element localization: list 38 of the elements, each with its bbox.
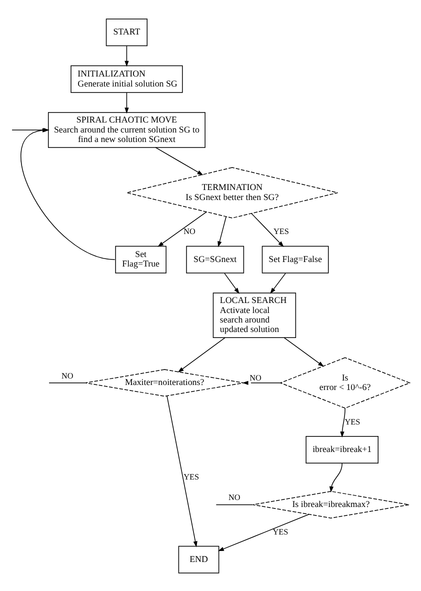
arrow: [340, 407, 346, 437]
node-box: SG=SGnext: [186, 245, 244, 273]
arrow: [242, 380, 281, 384]
arrow: [158, 211, 207, 246]
arrow: [166, 395, 198, 547]
node-box: END: [178, 545, 220, 573]
node-diamond: TERMINATION Is SGnext better then SG?: [126, 166, 338, 218]
node-box: SPIRAL CHAOTIC MOVE Search around the current solution SG to find a new solution SGnext: [48, 112, 206, 148]
arrow: [178, 336, 226, 372]
arrow: [251, 212, 284, 247]
connector: [216, 504, 254, 505]
edge-label: YES: [184, 472, 200, 481]
edge-label: NO: [250, 373, 262, 382]
node-box: LOCAL SEARCH Activate local search around updated solution: [212, 292, 296, 338]
node-box: START: [106, 18, 148, 46]
arrow: [218, 216, 226, 247]
arrow: [284, 336, 324, 366]
arrow: [155, 146, 204, 175]
arrow: [218, 514, 310, 551]
arrow: [124, 45, 129, 66]
arrow: [124, 92, 129, 114]
arrow: [270, 272, 286, 294]
edge-label: YES: [344, 416, 360, 426]
edge-label: YES: [273, 226, 289, 236]
node-diamond: Is ibreak=ibreakmax?: [252, 490, 410, 518]
node-box: Set Flag=True: [115, 245, 166, 273]
edge-label: NO: [61, 370, 74, 380]
node-box: INITIALIZATION Generate initial solution SG: [70, 64, 183, 92]
node-box: Set Flag=False: [262, 245, 329, 273]
edge-label: NO: [184, 226, 196, 236]
arrow: [224, 272, 240, 294]
edge-label: NO: [228, 492, 240, 502]
node-box: ibreak=ibreak+1: [306, 436, 378, 463]
edge-label: YES: [272, 526, 288, 536]
node-diamond: Is error < 10^-6?: [279, 356, 411, 408]
arrow: [329, 462, 342, 492]
node-diamond: Maxiter=noiterations?: [85, 368, 244, 396]
connector: [48, 382, 86, 383]
